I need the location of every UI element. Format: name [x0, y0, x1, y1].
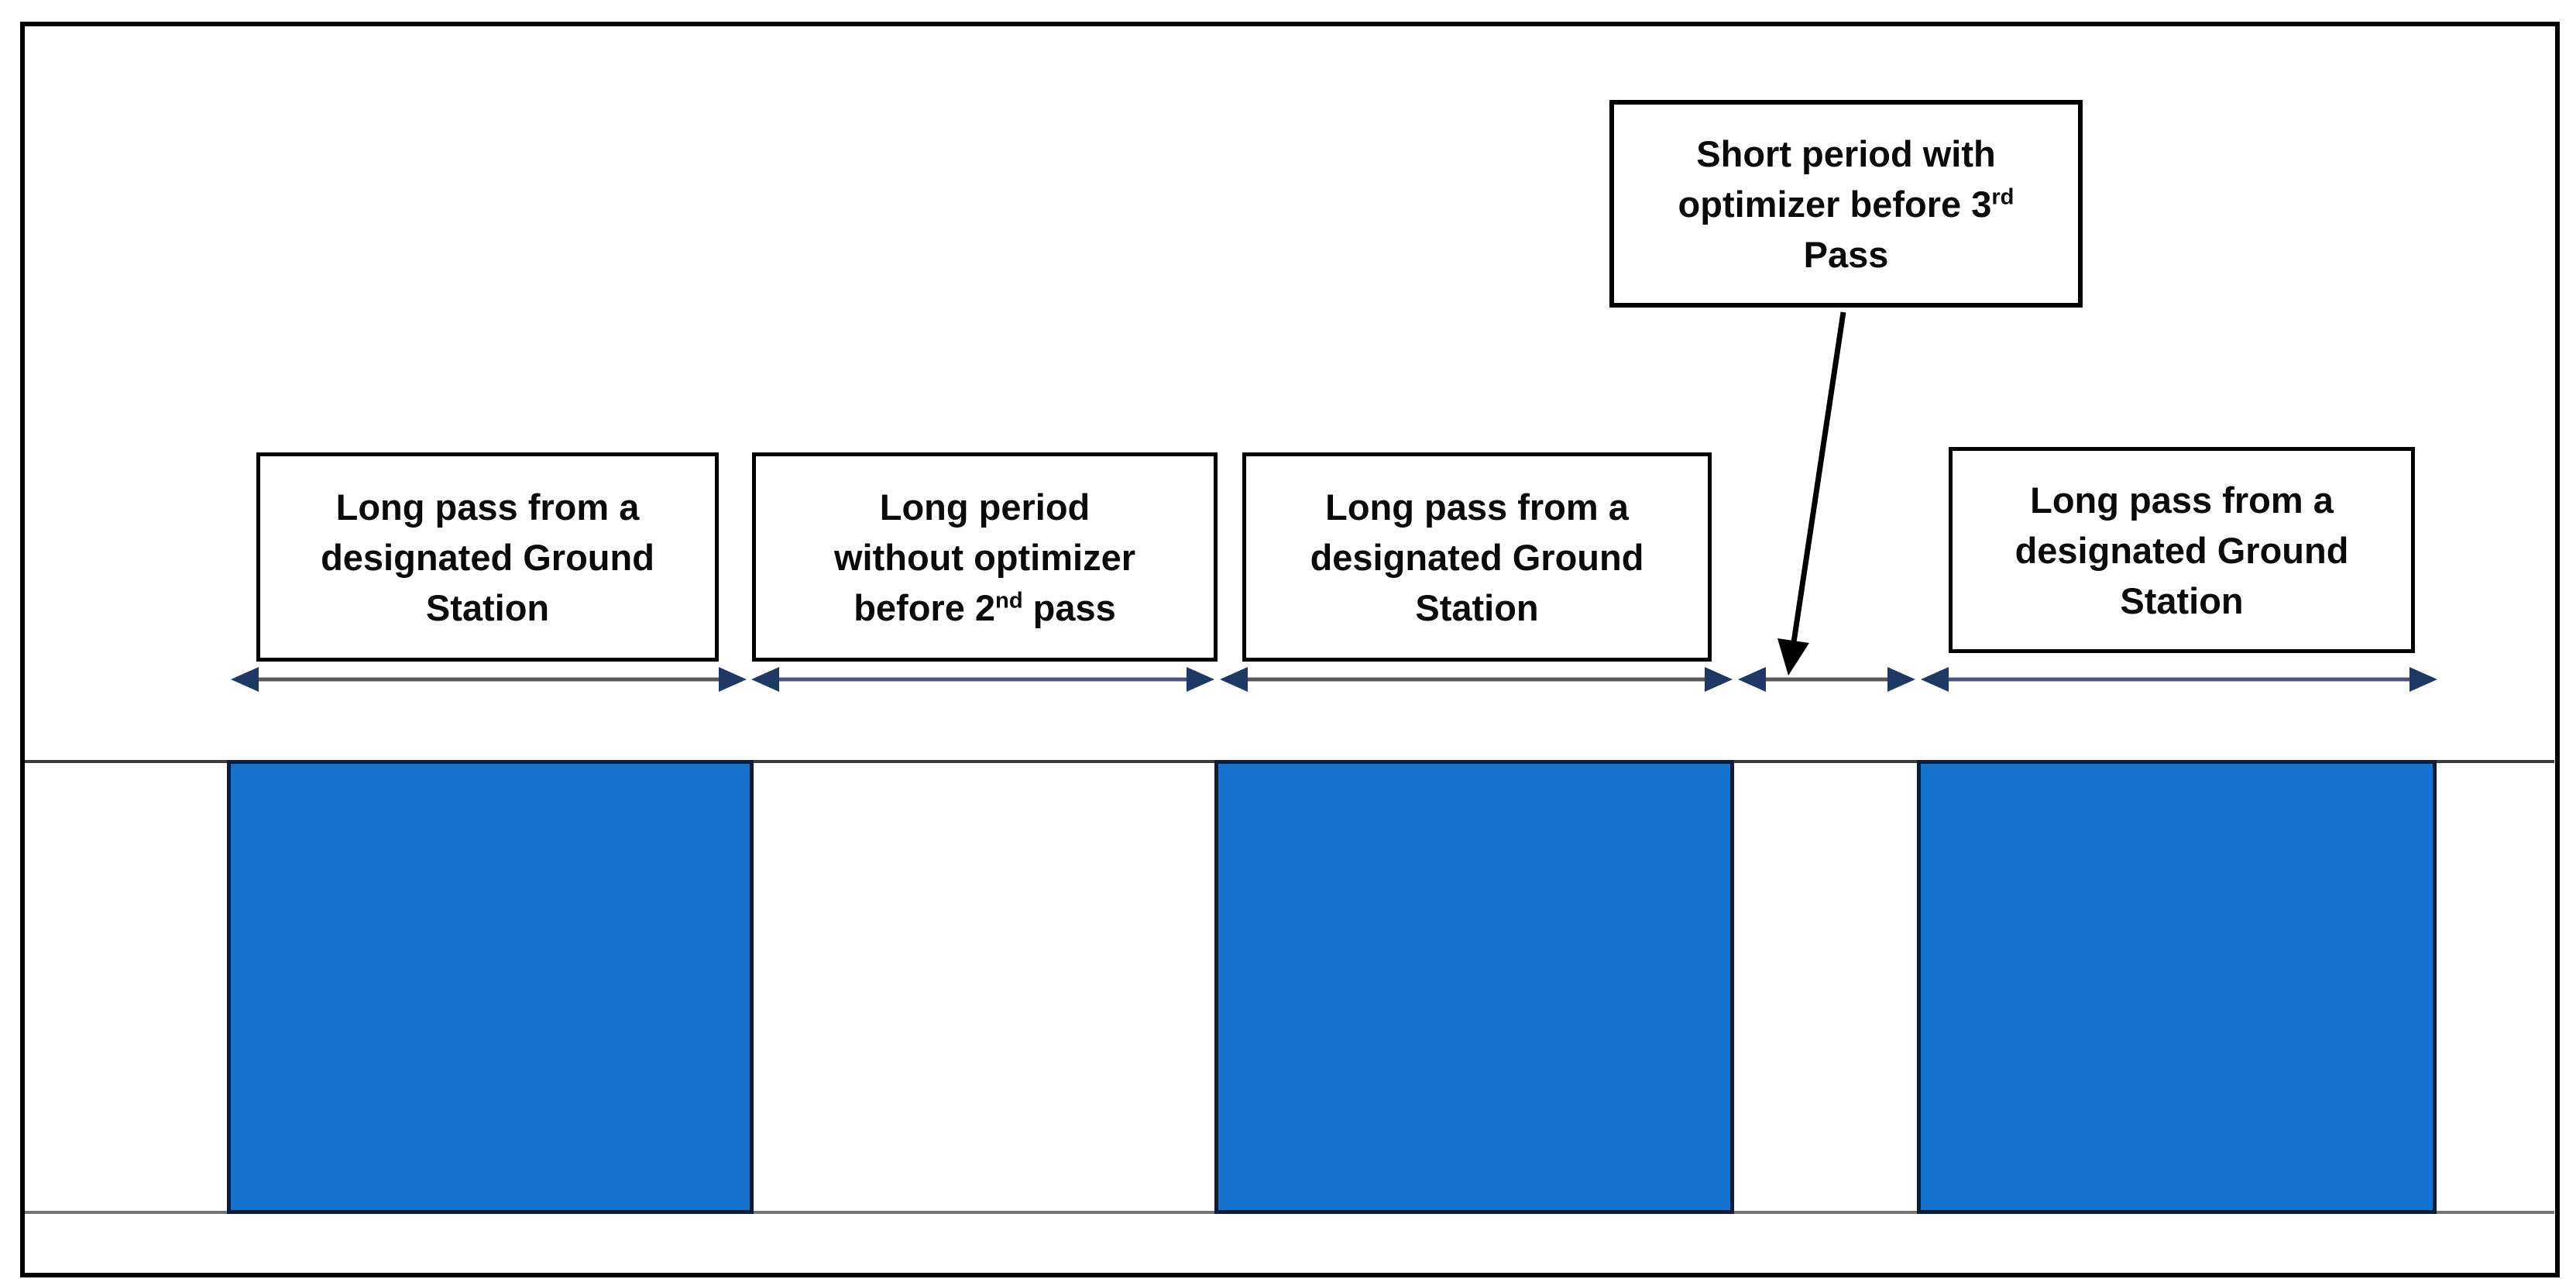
callout-line: Pass — [1803, 233, 1889, 275]
label-box-long-pass-1: Long pass from a designated Ground Stati… — [256, 452, 719, 662]
label-line: without optimizer — [833, 536, 1135, 578]
outer-frame — [20, 22, 2560, 1277]
label-line: designated Ground — [321, 536, 654, 578]
ordinal-superscript: nd — [995, 587, 1023, 613]
callout-line: Short period with — [1696, 132, 1996, 174]
pass-block-3 — [1917, 760, 2437, 1214]
label-line: Station — [2120, 579, 2244, 621]
label-line: before 2nd pass — [854, 586, 1116, 628]
ordinal-superscript: rd — [1991, 184, 2014, 209]
label-line: Long pass from a — [1325, 486, 1629, 528]
callout-box-short-period: Short period with optimizer before 3rd P… — [1609, 100, 2083, 308]
label-line: Station — [1415, 586, 1539, 628]
label-line: Long pass from a — [335, 486, 640, 528]
label-line: Long period — [879, 486, 1091, 528]
label-line: Long pass from a — [2030, 479, 2334, 521]
pass-block-2 — [1214, 760, 1734, 1214]
label-box-long-pass-2: Long pass from a designated Ground Stati… — [1242, 452, 1712, 662]
label-line: designated Ground — [1310, 536, 1644, 578]
callout-line: optimizer before 3rd — [1678, 183, 2014, 225]
label-line: Station — [425, 586, 550, 628]
pass-block-1 — [227, 760, 754, 1214]
label-box-long-pass-3: Long pass from a designated Ground Stati… — [1949, 447, 2415, 653]
label-box-long-period: Long period without optimizer before 2nd… — [752, 452, 1218, 662]
label-line: designated Ground — [2014, 529, 2349, 571]
